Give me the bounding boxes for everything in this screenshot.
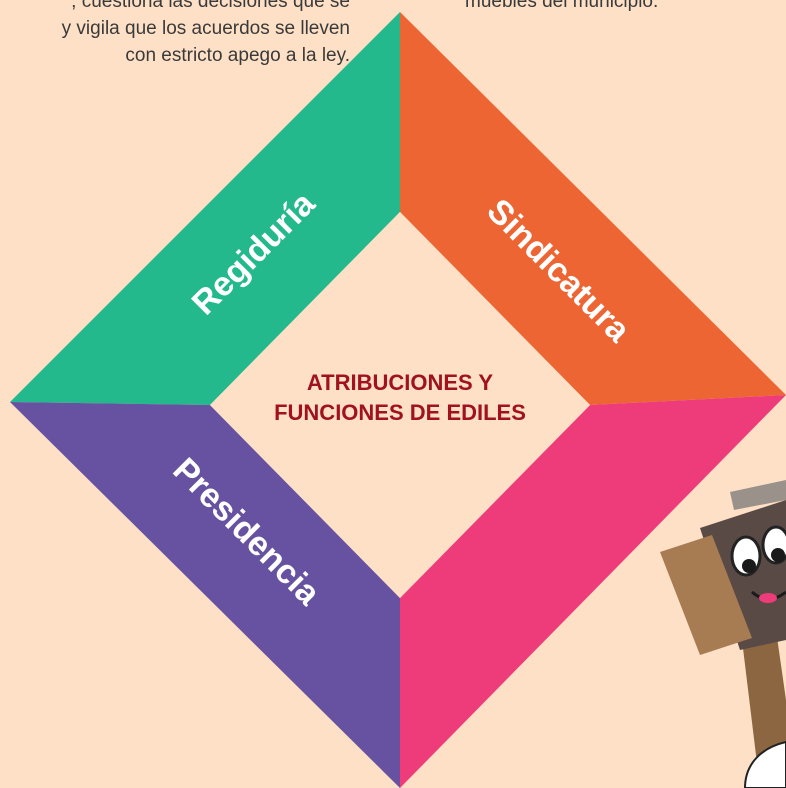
title-line-1: ATRIBUCIONES Y [306,370,494,395]
top-left-description: ; cuestiona las decisiones que se y vigi… [0,0,350,69]
top-right-description: muebles del municipio. [465,0,785,15]
sindicatura-segment [400,12,786,405]
gavel-head-top [730,480,786,510]
top-left-line-2: y vigila que los acuerdos se lleven [61,18,350,39]
center-diamond [210,212,590,598]
mascot-pupil-left [742,559,756,573]
mascot-pupil-right [771,548,785,562]
top-right-line-1: muebles del municipio. [465,0,659,12]
top-left-line-3: con estricto apego a la ley. [125,45,350,66]
gavel-cap-left [660,535,752,655]
page-title: ATRIBUCIONES Y FUNCIONES DE EDILES [225,368,575,428]
title-line-2: FUNCIONES DE EDILES [274,400,526,425]
mascot-tongue [759,593,777,603]
gavel-mascot-illustration [660,480,786,788]
regiduria-segment [10,12,400,405]
bottom-right-segment [400,395,786,788]
top-left-line-1: ; cuestiona las decisiones que se [71,0,350,12]
presidencia-segment [10,402,400,788]
